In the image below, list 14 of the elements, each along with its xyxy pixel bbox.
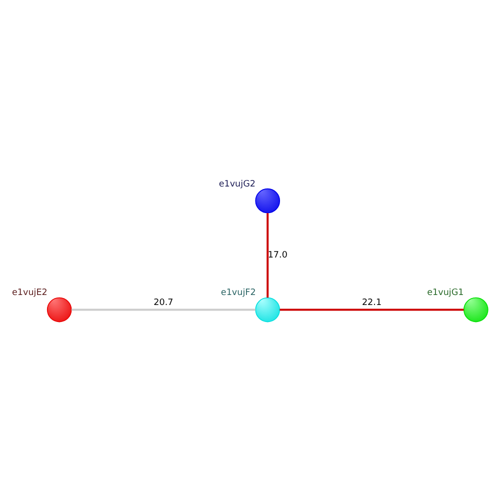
connector	[280, 308, 464, 310]
node-circle	[463, 296, 488, 322]
node-circle	[255, 188, 280, 213]
edge-label: 22.1	[362, 297, 382, 308]
node-label: e1vujG1	[427, 288, 464, 298]
node-label: e1vujE2	[12, 288, 48, 298]
node-circle	[46, 296, 72, 322]
node-circle	[255, 296, 280, 322]
connector	[71, 308, 256, 310]
edge-label: 17.0	[268, 250, 288, 260]
edge-label: 20.7	[154, 297, 174, 308]
node-label: e1vujG2	[218, 178, 256, 189]
connector	[266, 212, 269, 298]
node-label: e1vujF2	[220, 288, 256, 298]
